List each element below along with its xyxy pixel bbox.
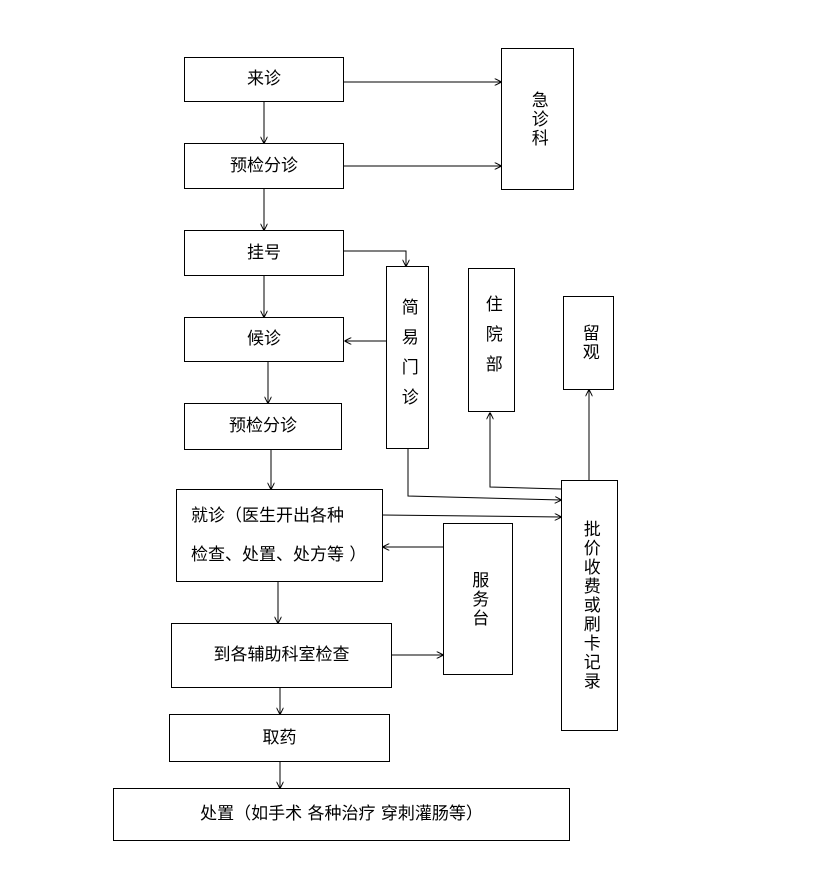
box-chu-zhi: 处置（如手术 各种治疗 穿刺灌肠等）: [113, 788, 570, 841]
box-lai-zhen: 来诊: [184, 57, 344, 102]
label-lai-zhen: 来诊: [247, 69, 281, 90]
label-yu-jian-fen-zhen-1: 预检分诊: [230, 155, 298, 176]
arrow-guahao-to-jianyi: [344, 250, 406, 266]
arrow-pijia-to-zhuyuan: [490, 413, 562, 490]
label-fuzhu-jiancha: 到各辅助科室检查: [213, 645, 350, 666]
label-yu-jian-fen-zhen-2: 预检分诊: [229, 416, 297, 437]
box-fu-wu-tai: 服务台: [443, 523, 513, 675]
label-ji-zhen-ke: 急诊科: [527, 90, 548, 148]
box-yu-jian-fen-zhen-1: 预检分诊: [184, 143, 344, 189]
box-jiu-zhen: 就诊（医生开出各种 检查、处置、处方等 ）: [176, 489, 383, 582]
label-zhu-yuan-bu: 住院部: [481, 295, 502, 385]
label-qu-yao: 取药: [262, 727, 297, 748]
box-yu-jian-fen-zhen-2: 预检分诊: [184, 403, 342, 450]
label-liu-guan: 留观: [578, 324, 599, 362]
arrow-jiuzhen-to-pijia: [381, 515, 561, 517]
box-jian-yi-men-zhen: 简易门诊: [386, 266, 429, 449]
label-jian-yi-men-zhen: 简易门诊: [397, 297, 418, 418]
box-fuzhu-jiancha: 到各辅助科室检查: [171, 623, 392, 688]
box-pi-jia-shou-fei: 批价收费或刷卡记录: [561, 480, 618, 731]
box-hou-zhen: 候诊: [184, 317, 344, 362]
label-gua-hao: 挂号: [247, 242, 281, 263]
box-qu-yao: 取药: [169, 714, 390, 762]
label-fu-wu-tai: 服务台: [468, 570, 489, 628]
box-gua-hao: 挂号: [184, 230, 344, 276]
label-chu-zhi: 处置（如手术 各种治疗 穿刺灌肠等）: [200, 804, 483, 825]
label-hou-zhen: 候诊: [247, 329, 281, 350]
label-jiu-zhen-line2: 检查、处置、处方等 ）: [191, 544, 367, 565]
arrow-jianyi-to-pijia: [407, 449, 561, 500]
box-liu-guan: 留观: [563, 296, 614, 390]
box-ji-zhen-ke: 急诊科: [501, 48, 574, 190]
label-jiu-zhen-line1: 就诊（医生开出各种: [191, 506, 344, 527]
box-zhu-yuan-bu: 住院部: [468, 268, 515, 412]
label-pi-jia-shou-fei: 批价收费或刷卡记录: [579, 520, 600, 691]
